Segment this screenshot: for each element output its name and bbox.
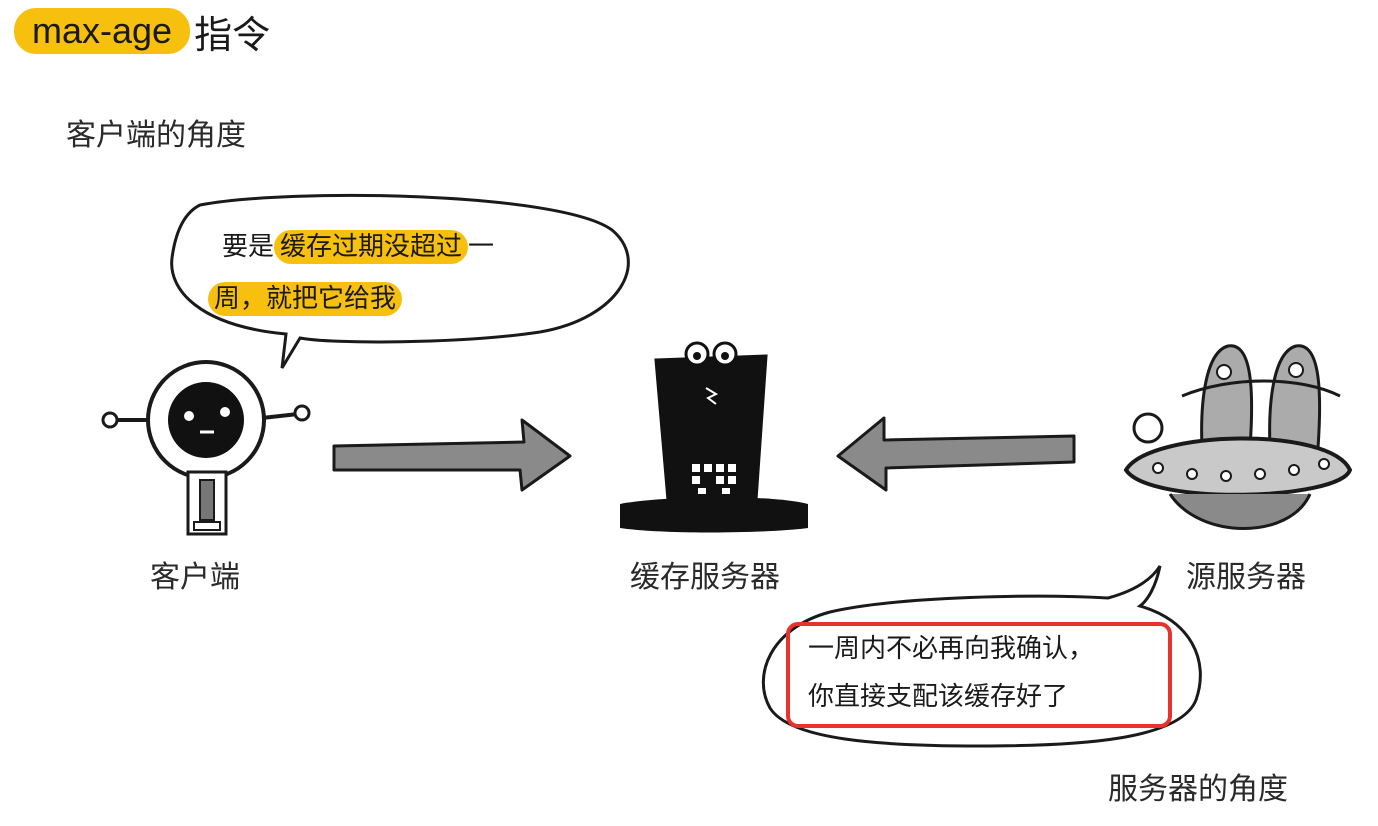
ufo-server-icon <box>1126 346 1350 529</box>
cache-server-label: 缓存服务器 <box>630 552 780 596</box>
client-bubble-line1-highlight: 缓存过期没超过 <box>274 230 468 264</box>
robot-icon <box>103 362 309 534</box>
client-bubble-line1-pre: 要是 <box>222 232 274 262</box>
server-bubble-line1: 一周内不必再向我确认， <box>808 628 1094 670</box>
top-hat-server-icon <box>620 343 808 533</box>
server-view-label: 服务器的角度 <box>1108 764 1288 808</box>
arrow-left-icon <box>838 418 1074 490</box>
client-bubble-line1-post: 一 <box>468 232 494 262</box>
server-bubble-line2: 你直接支配该缓存好了 <box>808 676 1068 718</box>
client-bubble-line2: 周，就把它给我 <box>208 278 402 320</box>
client-label: 客户端 <box>150 552 240 596</box>
client-bubble-line2-highlight: 周，就把它给我 <box>208 282 402 316</box>
origin-server-label: 源服务器 <box>1186 552 1306 596</box>
arrow-right-icon <box>334 420 570 490</box>
client-bubble-line1: 要是缓存过期没超过一 <box>222 226 494 268</box>
